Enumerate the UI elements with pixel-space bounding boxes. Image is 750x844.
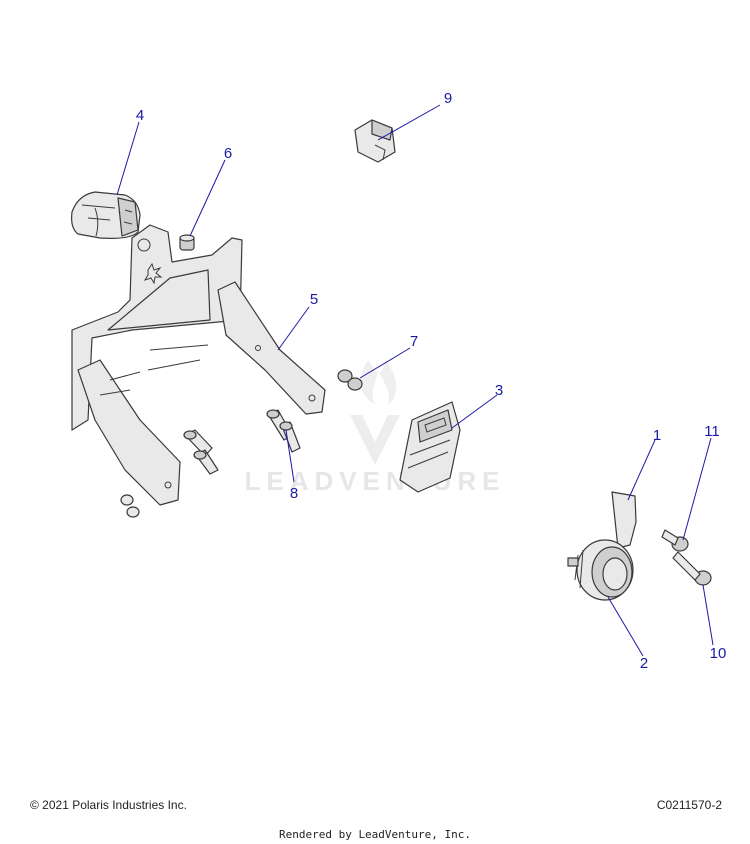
callout-9[interactable]: 9	[444, 90, 452, 107]
watermark: LEADVENTURE	[244, 360, 505, 496]
copyright-text: © 2021 Polaris Industries Inc.	[30, 798, 187, 812]
callout-leaders	[116, 104, 714, 657]
bolt-part	[661, 529, 712, 586]
callout-4[interactable]: 4	[136, 107, 144, 124]
horn-part	[567, 491, 637, 601]
callout-3[interactable]: 3	[495, 382, 503, 399]
callouts: 1 2 3 4 5 6 7 8 9 10 11	[136, 90, 727, 672]
light-cover-part	[71, 191, 141, 239]
rendered-by-text: Rendered by LeadVenture, Inc.	[278, 828, 472, 841]
watermark-text: LEADVENTURE	[244, 466, 505, 496]
callout-11[interactable]: 11	[704, 423, 720, 440]
switch-part	[354, 119, 396, 163]
bracket-part	[71, 224, 326, 506]
screw-part	[183, 409, 301, 475]
diagram-id: C0211570-2	[656, 798, 722, 812]
callout-6[interactable]: 6	[224, 145, 232, 162]
callout-10[interactable]: 10	[710, 645, 727, 662]
grommet-part	[179, 234, 195, 251]
watermark-logo-icon	[350, 360, 400, 465]
light-module-part	[399, 401, 461, 493]
callout-8[interactable]: 8	[290, 485, 298, 502]
callout-7[interactable]: 7	[410, 333, 418, 350]
callout-1[interactable]: 1	[653, 427, 661, 444]
callout-5[interactable]: 5	[310, 291, 318, 308]
nut-part	[120, 369, 363, 518]
callout-2[interactable]: 2	[640, 655, 648, 672]
